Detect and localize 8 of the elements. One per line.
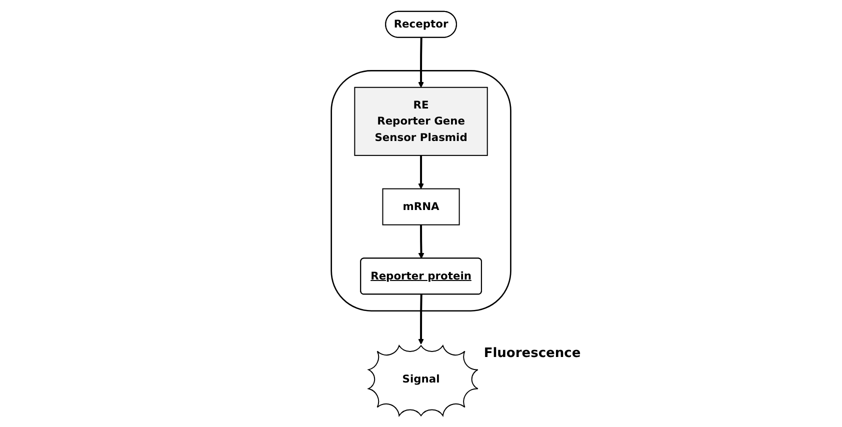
node-label: Fluorescence [484,346,581,361]
node-box: RE Reporter Gene Sensor Plasmid [354,86,488,156]
arrow [418,155,424,190]
arrow [418,224,424,259]
arrow [418,294,424,344]
cluster [330,70,512,312]
arrow [418,38,424,88]
node-box: mRNA [382,188,460,226]
